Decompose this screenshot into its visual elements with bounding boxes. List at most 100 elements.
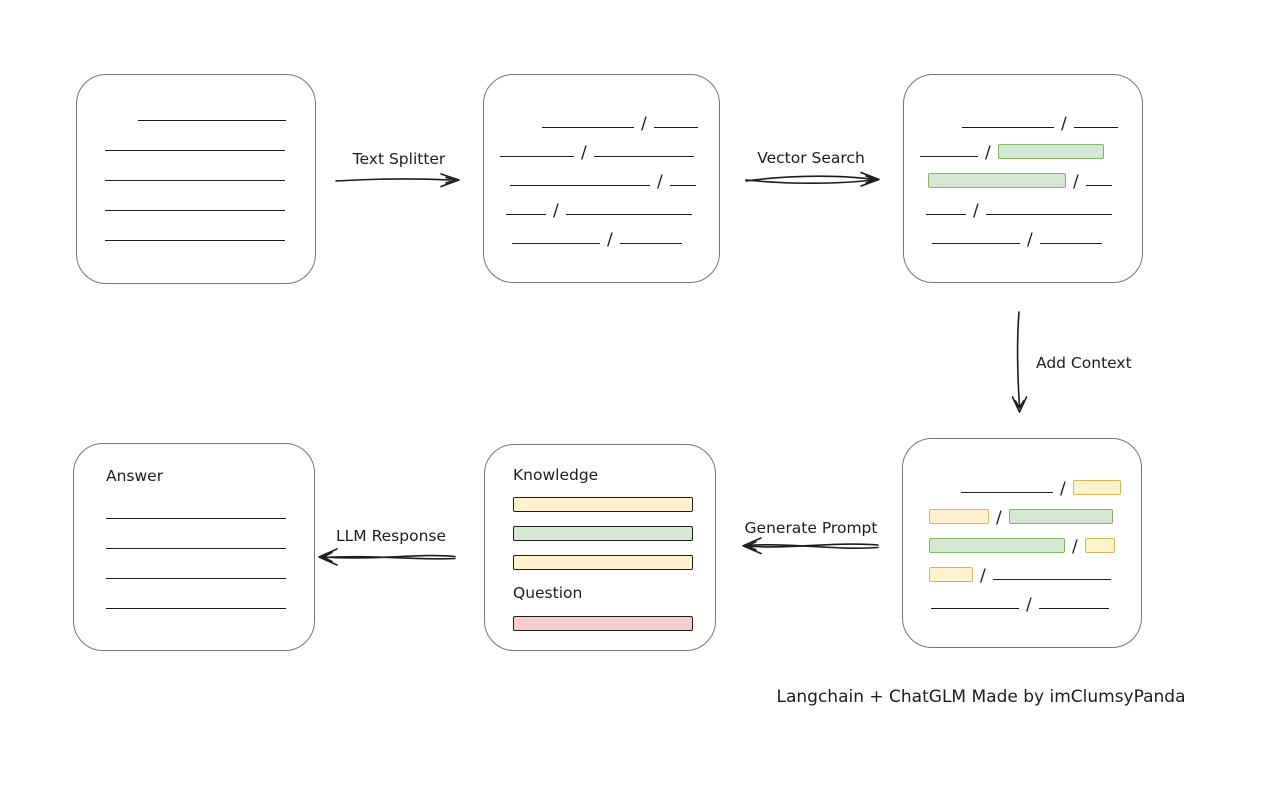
text-line [1038,608,1109,609]
knowledge-label: Knowledge [513,466,599,484]
generate-prompt-arrow [742,537,879,555]
chunk-row: / [510,157,719,191]
text-splitter-label: Text Splitter [352,150,446,168]
chunk-row: / [512,215,719,249]
text-line [506,214,546,215]
slash-separator: / [996,508,1002,528]
text-line [512,243,600,244]
vector-search-label: Vector Search [757,149,865,167]
text-line [106,518,286,519]
text-line [106,608,286,609]
text-line [1085,185,1112,186]
green-chunk-chip [1008,509,1113,524]
text-line [1073,127,1118,128]
chunk-row: / [926,186,1142,220]
text-line [565,214,692,215]
slash-separator: / [553,201,559,221]
text-line [500,156,574,157]
slash-separator: / [985,143,991,163]
yellow-chunk-chip [1072,480,1121,495]
text-line-row [106,489,314,519]
chunk-row: / [920,128,1142,162]
source-document-node [76,74,316,284]
text-line [962,127,1054,128]
text-line [961,492,1053,493]
text-line [653,127,698,128]
text-line [106,578,286,579]
chunk-row: / [929,551,1141,585]
chunk-row: / [931,580,1141,614]
chunk-rows: / / / / / [500,99,719,249]
yellow-bar [513,555,693,570]
knowledge-bars [513,497,715,570]
chunk-row: / [928,157,1142,191]
text-line-row [106,579,314,609]
chunk-row: / [962,99,1142,133]
green-bar [513,526,693,541]
text-line [593,156,694,157]
text-line-row [105,121,315,151]
context-chunks-node: / / / / / [902,438,1142,648]
llm-response-label: LLM Response [335,527,447,545]
yellow-bar [513,497,693,512]
text-line [985,214,1112,215]
slash-separator: / [1061,114,1067,134]
slash-separator: / [1026,595,1032,615]
text-line [138,120,286,121]
document-lines [105,91,315,241]
add-context-arrow [1011,311,1028,413]
slash-separator: / [607,230,613,250]
chunk-row: / [961,464,1141,498]
yellow-chunk-chip [1084,538,1115,553]
chunk-row: / [932,215,1142,249]
text-line [931,608,1019,609]
text-line-row [106,519,314,549]
generate-prompt-label: Generate Prompt [744,519,878,537]
text-line [105,240,285,241]
chunk-rows: / / / / / [919,464,1141,614]
caption-text: Langchain + ChatGLM Made by imClumsyPand… [776,687,1186,707]
text-line-row [105,211,315,241]
answer-node: Answer [73,443,315,651]
slash-separator: / [1073,172,1079,192]
green-chunk-chip [997,144,1104,159]
text-line [920,156,978,157]
question-bars [513,616,715,631]
slash-separator: / [980,566,986,586]
split-chunks-node: / / / / / [483,74,720,283]
question-label: Question [513,584,583,602]
text-line [105,210,285,211]
yellow-chunk-chip [929,567,973,582]
yellow-chunk-chip [929,509,989,524]
text-line [669,185,696,186]
prompt-node: Knowledge Question [484,444,716,651]
text-line [106,548,286,549]
text-line [105,180,285,181]
text-line [932,243,1020,244]
slash-separator: / [581,143,587,163]
chunk-row: / [500,128,719,162]
slash-separator: / [1060,479,1066,499]
text-line [510,185,650,186]
chunk-row: / [929,522,1141,556]
text-line-row [105,181,315,211]
chunk-row: / [929,493,1141,527]
green-chunk-chip [929,538,1065,553]
text-line-row [105,91,315,121]
slash-separator: / [1072,537,1078,557]
answer-lines [106,489,314,609]
green-chunk-chip [928,173,1066,188]
chunk-row: / [506,186,719,220]
chunk-row: / [542,99,719,133]
text-line-row [106,549,314,579]
slash-separator: / [973,201,979,221]
red-bar [513,616,693,631]
chunk-rows: ///// [920,99,1142,249]
text-line [926,214,966,215]
text-line [105,150,285,151]
slash-separator: / [657,172,663,192]
vector-matched-chunks-node: ///// [903,74,1143,283]
text-splitter-arrow [335,173,460,188]
add-context-label: Add Context [1036,354,1132,372]
